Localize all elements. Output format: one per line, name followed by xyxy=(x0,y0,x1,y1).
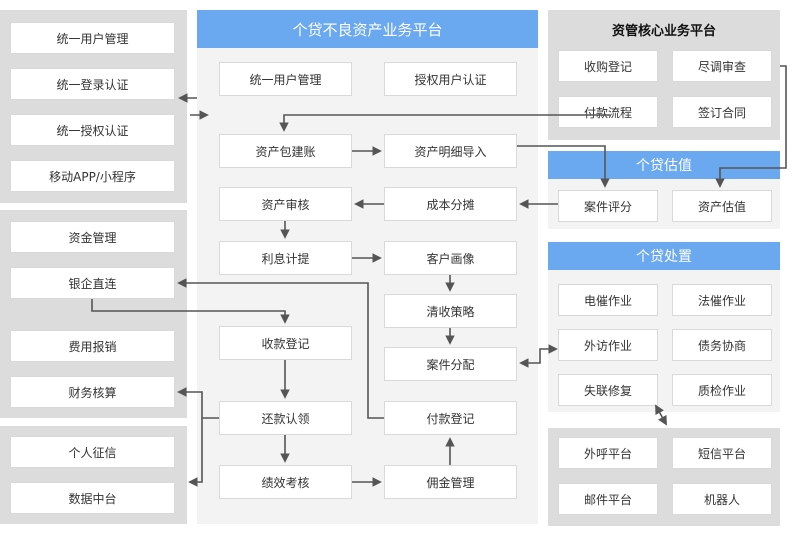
core-box-payment-flow[interactable]: 付款流程 xyxy=(558,96,658,128)
channel-box-robot[interactable]: 机器人 xyxy=(672,483,772,515)
disposal-box-legal[interactable]: 法催作业 xyxy=(672,284,772,316)
disposal-box-recovery[interactable]: 失联修复 xyxy=(558,374,658,406)
center-title: 个贷不良资产业务平台 xyxy=(197,10,538,48)
channel-box-sms[interactable]: 短信平台 xyxy=(672,437,772,469)
center-box-asset-audit[interactable]: 资产审核 xyxy=(219,187,352,221)
disposal-title: 个贷处置 xyxy=(548,242,780,270)
left-box-unified-auth[interactable]: 统一授权认证 xyxy=(10,114,175,146)
disposal-box-qc[interactable]: 质检作业 xyxy=(672,374,772,406)
core-box-acquisition[interactable]: 收购登记 xyxy=(558,50,658,82)
center-box-auth-user[interactable]: 授权用户认证 xyxy=(384,62,517,96)
center-box-repayment-claim[interactable]: 还款认领 xyxy=(219,401,352,435)
left-box-unified-login[interactable]: 统一登录认证 xyxy=(10,68,175,100)
left-box-mobile-app[interactable]: 移动APP/小程序 xyxy=(10,160,175,192)
center-box-case-assignment[interactable]: 案件分配 xyxy=(384,347,517,381)
core-box-contract[interactable]: 签订合同 xyxy=(672,96,772,128)
left-box-expense[interactable]: 费用报销 xyxy=(10,330,175,362)
center-box-performance[interactable]: 绩效考核 xyxy=(219,465,352,499)
center-box-asset-package[interactable]: 资产包建账 xyxy=(219,134,352,168)
center-box-cost-allocation[interactable]: 成本分摊 xyxy=(384,187,517,221)
center-box-commission[interactable]: 佣金管理 xyxy=(384,465,517,499)
disposal-box-visit[interactable]: 外访作业 xyxy=(558,329,658,361)
valuation-title: 个贷估值 xyxy=(548,151,780,179)
channel-box-mail[interactable]: 邮件平台 xyxy=(558,483,658,515)
center-box-asset-import[interactable]: 资产明细导入 xyxy=(384,134,517,168)
left-box-bank-direct[interactable]: 银企直连 xyxy=(10,267,175,299)
disposal-box-negotiation[interactable]: 债务协商 xyxy=(672,329,772,361)
left-box-fund-management[interactable]: 资金管理 xyxy=(10,221,175,253)
center-box-customer-profile[interactable]: 客户画像 xyxy=(384,241,517,275)
left-box-data-platform[interactable]: 数据中台 xyxy=(10,482,175,514)
left-box-accounting[interactable]: 财务核算 xyxy=(10,376,175,408)
core-title: 资管核心业务平台 xyxy=(611,23,716,39)
center-box-payment-registration[interactable]: 付款登记 xyxy=(384,401,517,435)
valuation-box-asset-valuation[interactable]: 资产估值 xyxy=(672,190,772,222)
center-box-receipt-registration[interactable]: 收款登记 xyxy=(219,326,352,360)
valuation-box-case-score[interactable]: 案件评分 xyxy=(558,190,658,222)
center-box-user-management[interactable]: 统一用户管理 xyxy=(219,62,352,96)
channel-box-call[interactable]: 外呼平台 xyxy=(558,437,658,469)
left-box-unified-user[interactable]: 统一用户管理 xyxy=(10,22,175,54)
center-box-collection-strategy[interactable]: 清收策略 xyxy=(384,294,517,328)
disposal-box-phone[interactable]: 电催作业 xyxy=(558,284,658,316)
center-box-interest-accrual[interactable]: 利息计提 xyxy=(219,241,352,275)
core-box-due-diligence[interactable]: 尽调审查 xyxy=(672,50,772,82)
left-box-credit[interactable]: 个人征信 xyxy=(10,436,175,468)
